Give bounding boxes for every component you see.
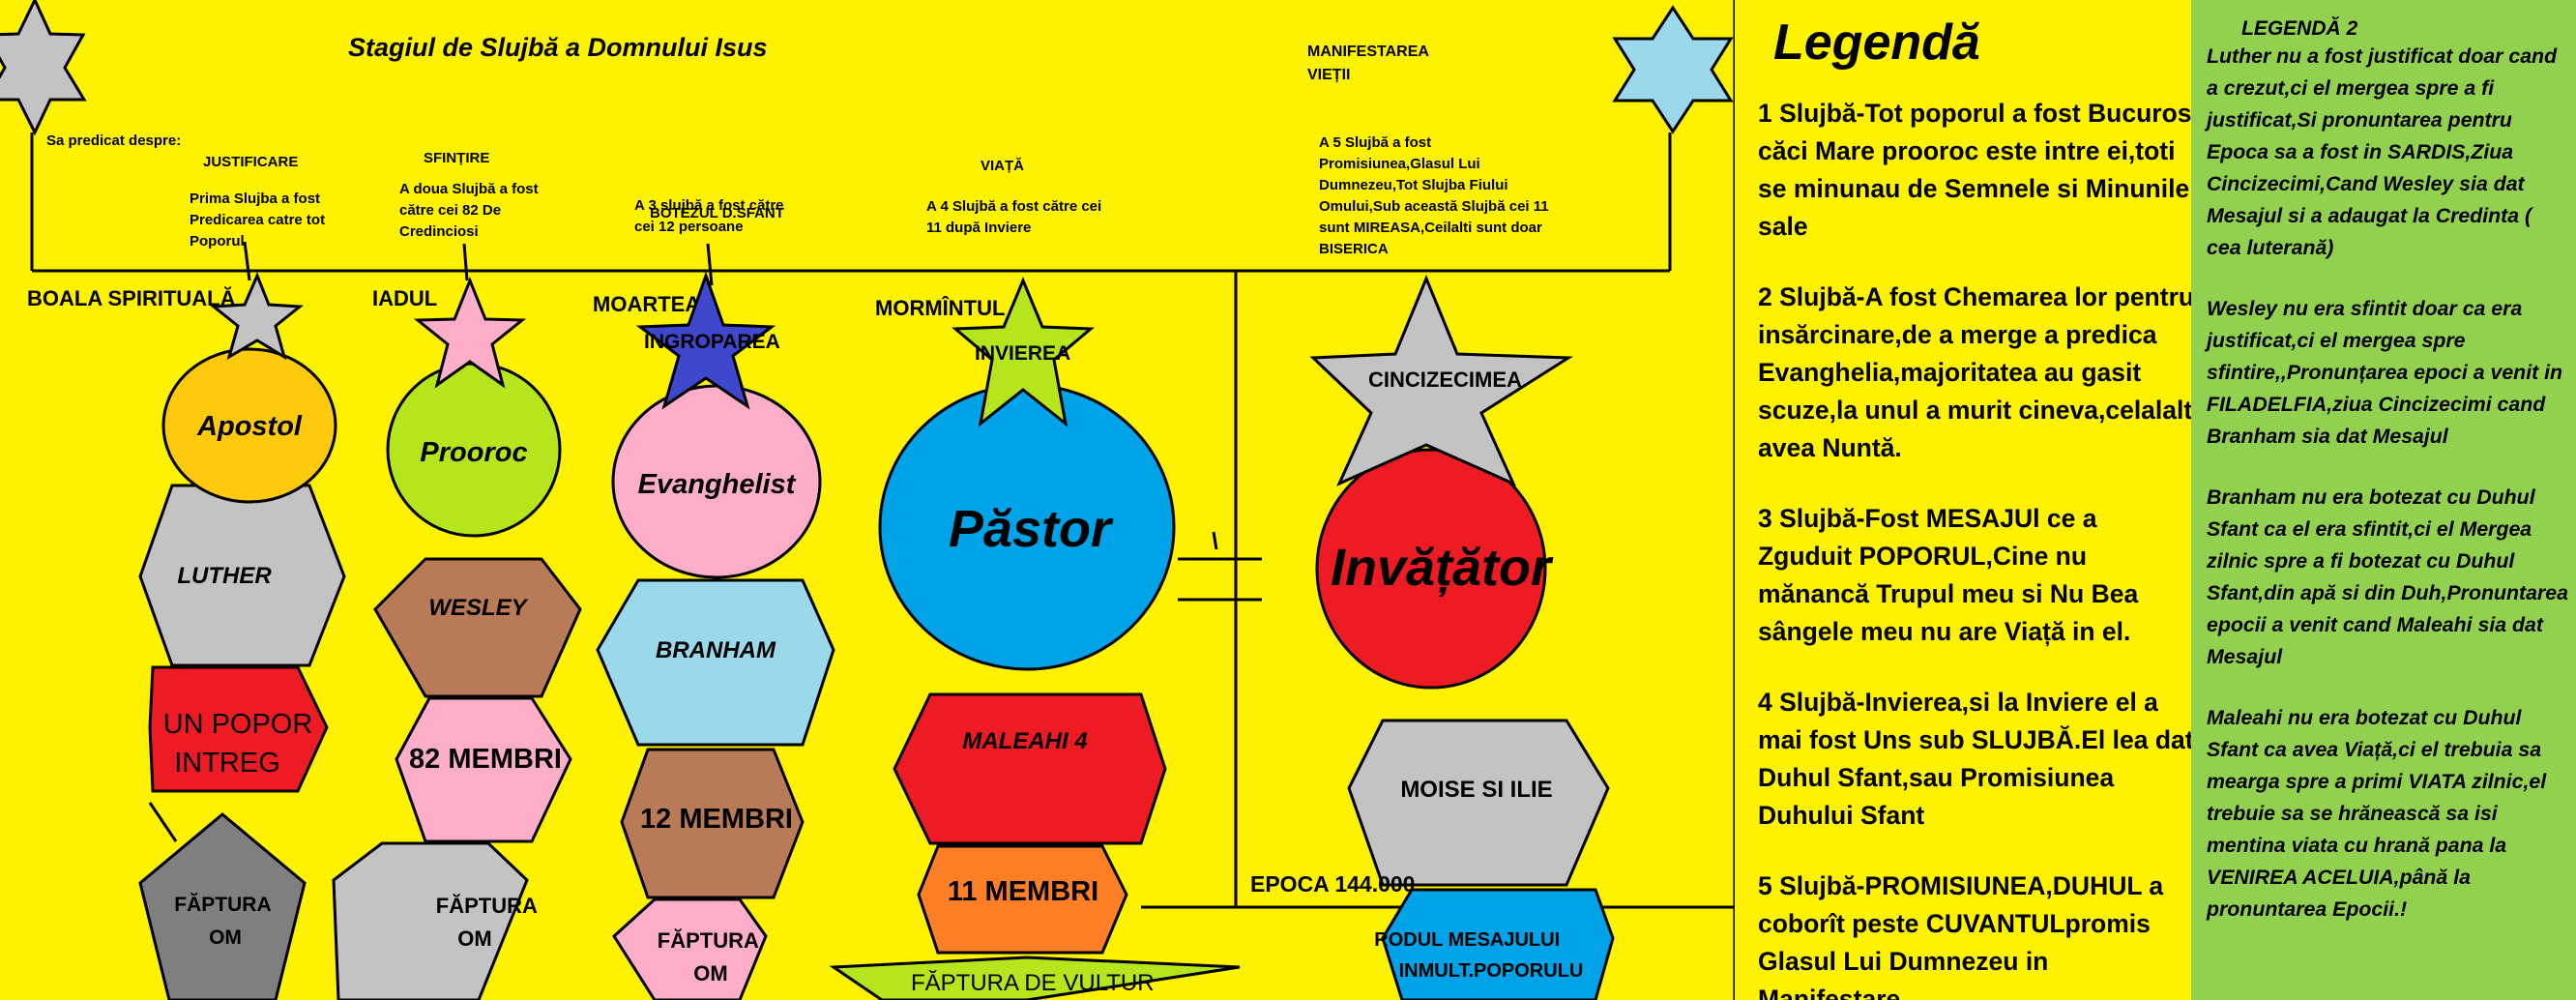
office-label: Păstor	[949, 500, 1114, 558]
topic-desc: Prima Slujba a fost Predicarea catre tot…	[190, 191, 329, 250]
topic-desc: A doua Slujbă a fost către cei 82 De Cre…	[399, 181, 542, 240]
legend2-panel: LEGENDĂ 2 Luther nu a fost justificat do…	[2191, 0, 2576, 1000]
life-manifestation-label: MANIFESTAREA VIEȚII	[1307, 44, 1433, 83]
prophets-hexagon	[1347, 719, 1610, 887]
prophets-label: MOISE SI ILIE	[1400, 777, 1552, 803]
topic-title: BOTEZUL D.SFANT	[650, 205, 784, 221]
prophet-hexagon	[893, 692, 1167, 845]
legend2-item: Luther nu a fost justificat doar cand a …	[2207, 44, 2558, 259]
members-hexagon	[917, 844, 1128, 955]
people-label: UN POPOR INTREG	[163, 709, 321, 779]
six-pointed-star-icon	[1612, 5, 1734, 134]
legend2-item: Branham nu era botezat cu Duhul Sfant ca…	[2207, 485, 2568, 668]
reformer-label: LUTHER	[177, 563, 272, 589]
bottom-label: FĂPTURA DE VULTUR	[911, 970, 1155, 996]
members-hexagon	[620, 748, 805, 899]
topic-title: SFINȚIRE	[424, 150, 489, 166]
five-pointed-star-icon	[635, 271, 776, 410]
reformer-hexagon	[596, 578, 835, 747]
five-pointed-star-icon	[1309, 275, 1573, 486]
legend-item: 5 Slujbă-PROMISIUNEA,DUHUL a coborît pes…	[1758, 871, 2164, 1000]
legend-item: 4 Slujbă-Invierea,si la Inviere el a mai…	[1758, 688, 2193, 830]
legend-panel: Legendă 1 Slujbă-Tot poporul a fost Bucu…	[1739, 0, 2193, 1000]
bottom-triangle	[829, 956, 1241, 1000]
bottom-pentagon	[138, 812, 307, 1000]
column-top-label: MOARTEA	[593, 292, 700, 316]
topic-desc: A 3 slujbă a fost către cei 12 persoane	[634, 197, 788, 235]
connector-lines	[30, 0, 1735, 1000]
column-top-label: MORMÎNTUL	[875, 296, 1005, 320]
legend-item: 3 Slujbă-Fost MESAJUl ce a Zguduit POPOR…	[1758, 504, 2139, 646]
office-label: Prooroc	[420, 437, 527, 468]
members-label: 82 MEMBRI	[409, 744, 562, 775]
bottom-hexagon	[1381, 888, 1615, 1000]
star-label: INGROPAREA	[644, 331, 780, 353]
diagram-title: Stagiul de Slujbă a Domnului Isus	[348, 33, 768, 62]
members-label: 11 MEMBRI	[948, 876, 1098, 907]
legend-title: Legendă	[1773, 15, 1980, 71]
office-label: Apostol	[196, 411, 303, 442]
topic-desc: A 5 Slujbă a fost Promisiunea,Glasul Lui…	[1319, 134, 1553, 257]
column-top-label: IADUL	[372, 286, 437, 310]
bottom-label: FĂPTURA OM	[174, 894, 276, 949]
epoch-label: EPOCA 144.000	[1250, 871, 1415, 897]
topic-title: VIAȚĂ	[981, 158, 1024, 174]
bottom-pentagon	[332, 841, 529, 1000]
star-label: CINCIZECIMEA	[1368, 368, 1522, 392]
prophet-label: MALEAHI 4	[962, 728, 1087, 754]
legend2-item: Wesley nu era sfintit doar ca era justif…	[2207, 297, 2563, 448]
members-label: 12 MEMBRI	[640, 804, 793, 835]
six-pointed-star-icon	[0, 0, 87, 136]
five-pointed-star-icon	[210, 272, 304, 361]
column-top-label: BOALA SPIRITUALĂ	[27, 286, 236, 310]
legend2-item: Maleahi nu era botezat cu Duhul Sfant ca…	[2207, 706, 2547, 921]
topic-title: JUSTIFICARE	[203, 154, 298, 170]
reformer-label: BRANHAM	[656, 637, 776, 663]
people-hexagon	[148, 665, 329, 793]
preached-about-label: Sa predicat despre:	[46, 132, 181, 149]
reformer-label: WESLEY	[428, 595, 528, 621]
legend2-title: LEGENDĂ 2	[2241, 17, 2358, 40]
reformer-hexagon	[373, 557, 582, 698]
office-label: Invățător	[1331, 539, 1554, 597]
members-hexagon	[395, 696, 572, 843]
bottom-hexagon	[612, 897, 768, 1000]
five-pointed-star-icon	[413, 276, 527, 389]
ministry-diagram: Stagiul de Slujbă a Domnului Isus MANIFE…	[0, 0, 1735, 1000]
bottom-label: FĂPTURA OM	[658, 928, 764, 985]
topic-desc: A 4 Slujbă a fost către cei 11 după Invi…	[926, 198, 1105, 236]
office-circle	[1315, 448, 1547, 690]
bottom-label: FĂPTURA OM	[436, 894, 542, 951]
five-pointed-star-icon	[951, 277, 1095, 427]
legend-item: 2 Slujbă-A fost Chemarea lor pentru insă…	[1758, 282, 2193, 462]
bottom-label: RODUL MESAJULUI INMULT.POPORULU	[1374, 929, 1583, 982]
reformer-hexagon	[138, 484, 346, 667]
legend-item: 1 Slujbă-Tot poporul a fost Bucuros căci…	[1758, 99, 2192, 241]
office-label: Evanghelist	[638, 469, 797, 500]
office-circle	[161, 347, 337, 504]
star-label: INVIEREA	[975, 342, 1070, 365]
